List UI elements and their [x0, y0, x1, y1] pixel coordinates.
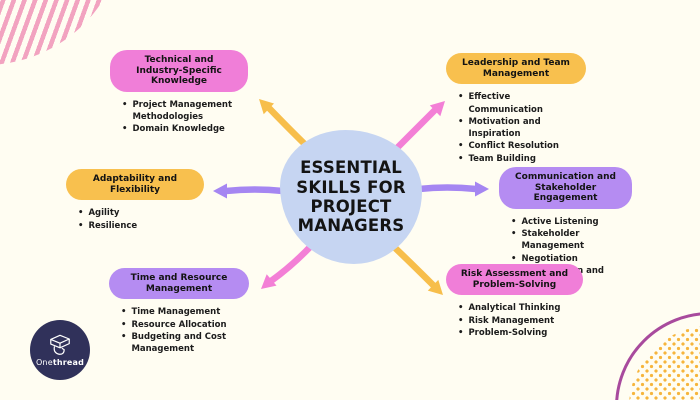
arrow-bottom-left [261, 242, 315, 289]
center-node: ESSENTIAL SKILLS FOR PROJECT MANAGERS [280, 130, 422, 264]
arrow-left [213, 183, 287, 199]
node-title: Technical and Industry-Specific Knowledg… [110, 50, 248, 92]
onethread-logo-text: Onethread [35, 358, 85, 367]
bullet-item: Negotiation [511, 253, 632, 265]
bullet-item: Motivation and Inspiration [458, 116, 586, 141]
bullet-item: Resource Allocation [121, 319, 249, 331]
node-time-resource: Time and Resource Management Time Manage… [109, 268, 249, 355]
bullet-item: Active Listening [511, 216, 632, 228]
node-bullet-list: Analytical Thinking Risk Management Prob… [446, 302, 583, 339]
node-adaptability: Adaptability and Flexibility Agility Res… [66, 169, 204, 232]
node-title: Communication and Stakeholder Engagement [499, 167, 632, 209]
bullet-item: Domain Knowledge [122, 123, 248, 135]
node-title: Adaptability and Flexibility [66, 169, 204, 201]
bullet-item: Effective Communication [458, 91, 586, 116]
bullet-item: Resilience [78, 220, 204, 232]
arrow-bottom-right [388, 241, 443, 295]
node-bullet-list: Project Management Methodologies Domain … [110, 99, 248, 136]
bullet-item: Stakeholder Management [511, 228, 632, 253]
node-title: Time and Resource Management [109, 268, 249, 300]
arrow-top-right [390, 101, 445, 155]
bullet-item: Analytical Thinking [458, 302, 583, 314]
onethread-logo: Onethread [30, 320, 90, 380]
striped-circle-decoration [0, 0, 125, 65]
bullet-item: Conflict Resolution [458, 140, 586, 152]
bullet-item: Project Management Methodologies [122, 99, 248, 124]
node-technical-knowledge: Technical and Industry-Specific Knowledg… [110, 50, 248, 136]
node-communication: Communication and Stakeholder Engagement… [499, 167, 632, 290]
node-title: Risk Assessment and Problem-Solving [446, 264, 583, 296]
dotted-circle-decoration [615, 312, 700, 400]
yellow-dot-pattern [629, 326, 700, 400]
node-bullet-list: Effective Communication Motivation and I… [446, 91, 586, 165]
arrow-right [415, 181, 489, 197]
bullet-item: Problem-Solving [458, 327, 583, 339]
bullet-item: Risk Management [458, 315, 583, 327]
node-leadership: Leadership and Team Management Effective… [446, 53, 586, 165]
node-bullet-list: Agility Resilience [66, 207, 204, 232]
bullet-item: Agility [78, 207, 204, 219]
node-risk-assessment: Risk Assessment and Problem-Solving Anal… [446, 264, 583, 339]
bullet-item: Time Management [121, 306, 249, 318]
onethread-logo-icon [50, 334, 70, 355]
bullet-item: Team Building [458, 153, 586, 165]
center-node-title: ESSENTIAL SKILLS FOR PROJECT MANAGERS [296, 158, 406, 236]
node-title: Leadership and Team Management [446, 53, 586, 85]
node-bullet-list: Time Management Resource Allocation Budg… [109, 306, 249, 355]
bullet-item: Budgeting and Cost Management [121, 331, 249, 356]
